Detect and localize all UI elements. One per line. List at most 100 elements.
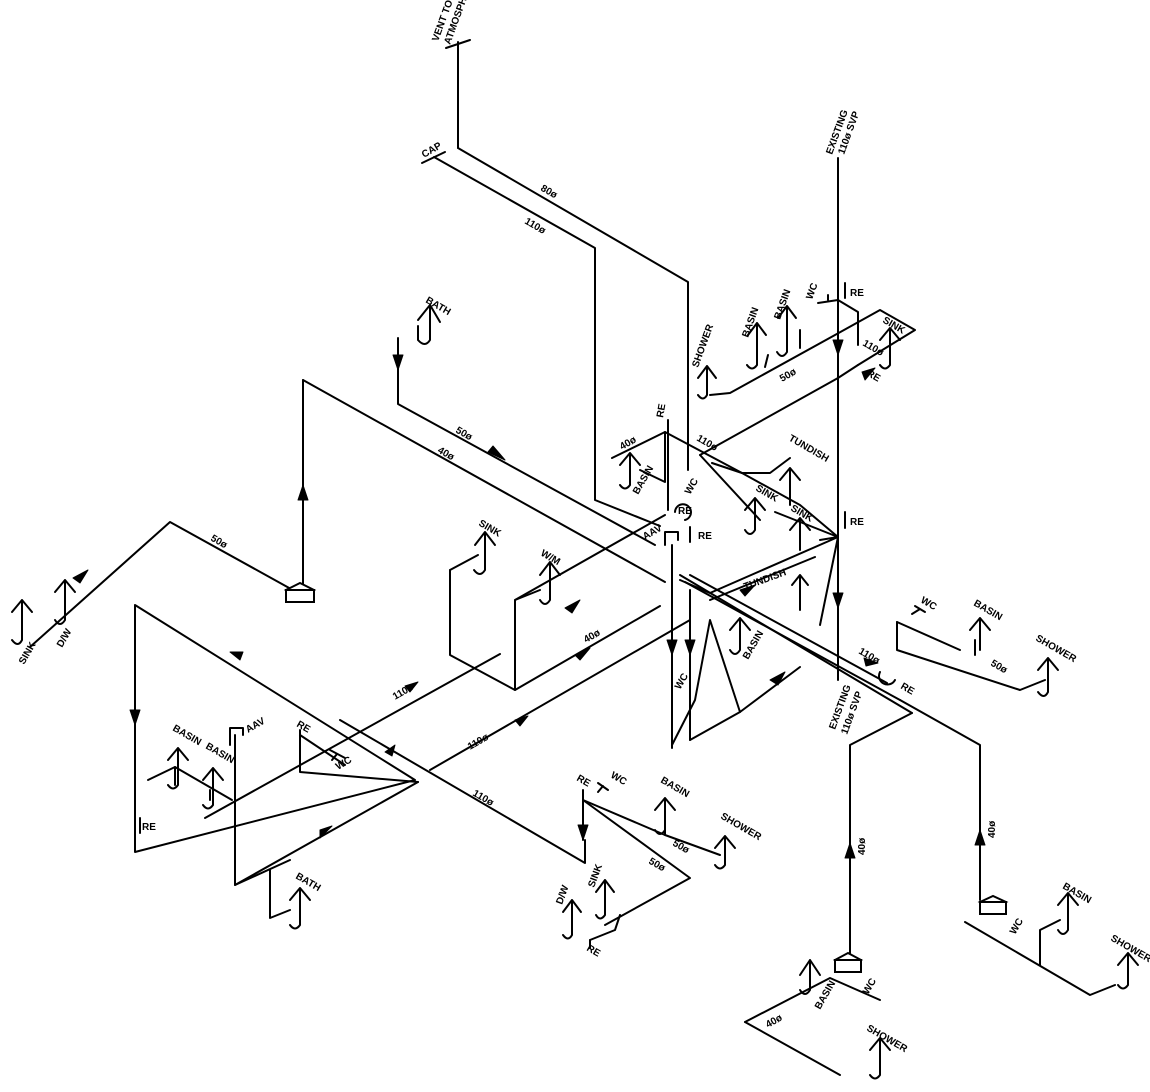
pipe-50-bath — [397, 337, 656, 546]
label-wc-center-low: WC — [673, 672, 691, 692]
center-to-right — [819, 536, 839, 626]
label-re-right-stack: RE — [850, 517, 864, 528]
wc-right-marker — [911, 605, 926, 615]
arrow-bath — [392, 354, 404, 371]
sink-center-right-b-trap — [789, 517, 811, 551]
re-circle-center — [674, 503, 692, 521]
arrow-40-right-a — [844, 842, 856, 859]
basin-top-a-trap — [746, 322, 767, 370]
label-re-bottom-b: RE — [585, 943, 603, 960]
label-basin-left-b: BASIN — [204, 741, 236, 766]
basin-br-trap — [1057, 892, 1079, 935]
label-basin-center-low: BASIN — [741, 629, 766, 661]
box-left — [283, 581, 317, 603]
arrow-center-down — [666, 639, 678, 656]
wm-link-b — [514, 605, 661, 691]
left-inner-frame — [234, 734, 419, 886]
center-sink-branch — [699, 454, 761, 521]
wc-top-marker — [817, 294, 839, 304]
label-re-left-b: RE — [142, 822, 156, 833]
label-re-center-b: RE — [698, 531, 712, 542]
arrow-left-down — [129, 709, 141, 726]
label-shower-right: SHOWER — [1034, 633, 1079, 665]
label-pipe-40-center: 40ø — [582, 627, 603, 646]
bottom-basin-low — [744, 1021, 841, 1076]
bath-top-trap — [417, 304, 441, 345]
label-tundish-center: TUNDISH — [742, 567, 788, 593]
basin-right-trap — [969, 617, 991, 651]
basin-center-top — [611, 431, 666, 459]
shower-bottom-c-trap — [869, 1037, 891, 1080]
sink-tail — [837, 364, 859, 379]
basin-left-a-trap — [167, 747, 189, 790]
sink-wm-frame — [449, 569, 541, 691]
label-re-bottom-a: RE — [575, 773, 593, 790]
left-triangle — [134, 604, 416, 853]
label-bath-top: BATH — [424, 295, 453, 318]
label-pipe-110-left-c: 110ø — [471, 788, 497, 809]
label-re-center-top: RE — [655, 403, 668, 419]
pipe-50-sink-dw — [29, 521, 301, 648]
dw-bottom-trap — [562, 899, 582, 940]
label-re-top: RE — [850, 288, 864, 299]
label-pipe-50-bottom-a: 50ø — [671, 838, 692, 857]
label-basin-center-top: BASIN — [631, 464, 656, 496]
left-re-branch — [299, 729, 419, 783]
flow-arrows — [72, 339, 986, 859]
basin-left-b-trap — [202, 767, 224, 810]
right-branch — [896, 621, 1046, 691]
wc-bottom-a-marker — [597, 782, 609, 793]
bottom-wc-link — [582, 799, 721, 856]
shower-right-trap — [1037, 657, 1059, 697]
label-basin-right: BASIN — [972, 598, 1004, 623]
boxes — [283, 581, 1009, 973]
shower-top-trap — [697, 365, 717, 400]
center-cross-b — [684, 581, 901, 701]
arrow-40-right-b — [974, 829, 986, 846]
left-diag-up — [234, 859, 291, 886]
arrow-tundish — [739, 584, 756, 597]
center-slant-b — [709, 556, 816, 601]
arrow-stack-top — [832, 339, 844, 356]
label-pipe-40-br-b: 40ø — [987, 820, 998, 838]
pipe-110-top-run — [433, 156, 661, 527]
pipe-80-run — [457, 147, 689, 471]
tundish-line — [711, 462, 839, 538]
right-top — [896, 621, 961, 651]
pipe-40-right-a — [849, 712, 913, 959]
label-shower-br: SHOWER — [1109, 933, 1150, 965]
aav-center-marker — [664, 531, 679, 546]
label-wc-bottom-a: WC — [609, 770, 629, 788]
wc-left-marker — [329, 749, 346, 761]
bottom-dw-sink — [589, 914, 621, 941]
traps — [11, 304, 1139, 1080]
bottom-basin-frame — [744, 977, 881, 1023]
label-tundish-top: TUNDISH — [787, 433, 831, 465]
label-wc-br: WC — [1008, 917, 1026, 937]
label-pipe-80: 80ø — [539, 183, 560, 202]
label-shower-bottom-c: SHOWER — [865, 1023, 910, 1055]
aav-left-marker — [229, 727, 244, 746]
label-basin-left-a: BASIN — [171, 723, 203, 748]
arrow-center-slant — [769, 671, 786, 686]
label-shower-top: SHOWER — [690, 322, 716, 369]
basin-bottom-a-trap — [654, 797, 676, 835]
label-basin-top-b: BASIN — [772, 288, 793, 321]
label-basin-top-a: BASIN — [740, 306, 761, 339]
label-pipe-50-right: 50ø — [989, 658, 1010, 677]
sink-left-trap — [11, 599, 33, 645]
pipe-110-left-c — [339, 719, 586, 864]
arrow-bottom-shower — [577, 824, 589, 841]
arrow-wm — [564, 599, 581, 614]
arrow-40-center — [574, 647, 591, 661]
left-basin-branch — [147, 766, 233, 801]
label-re-left-a: RE — [295, 719, 313, 736]
bath-bottom-trap — [289, 887, 311, 930]
arrow-top-right-branch — [861, 367, 876, 381]
markers — [139, 282, 926, 834]
bottom-wc-frame — [582, 789, 691, 926]
sink-center-link — [449, 554, 479, 571]
arrow-110-left-b — [514, 715, 529, 727]
basin-center-trap — [619, 452, 641, 490]
arrow-110-left-c — [384, 744, 396, 757]
